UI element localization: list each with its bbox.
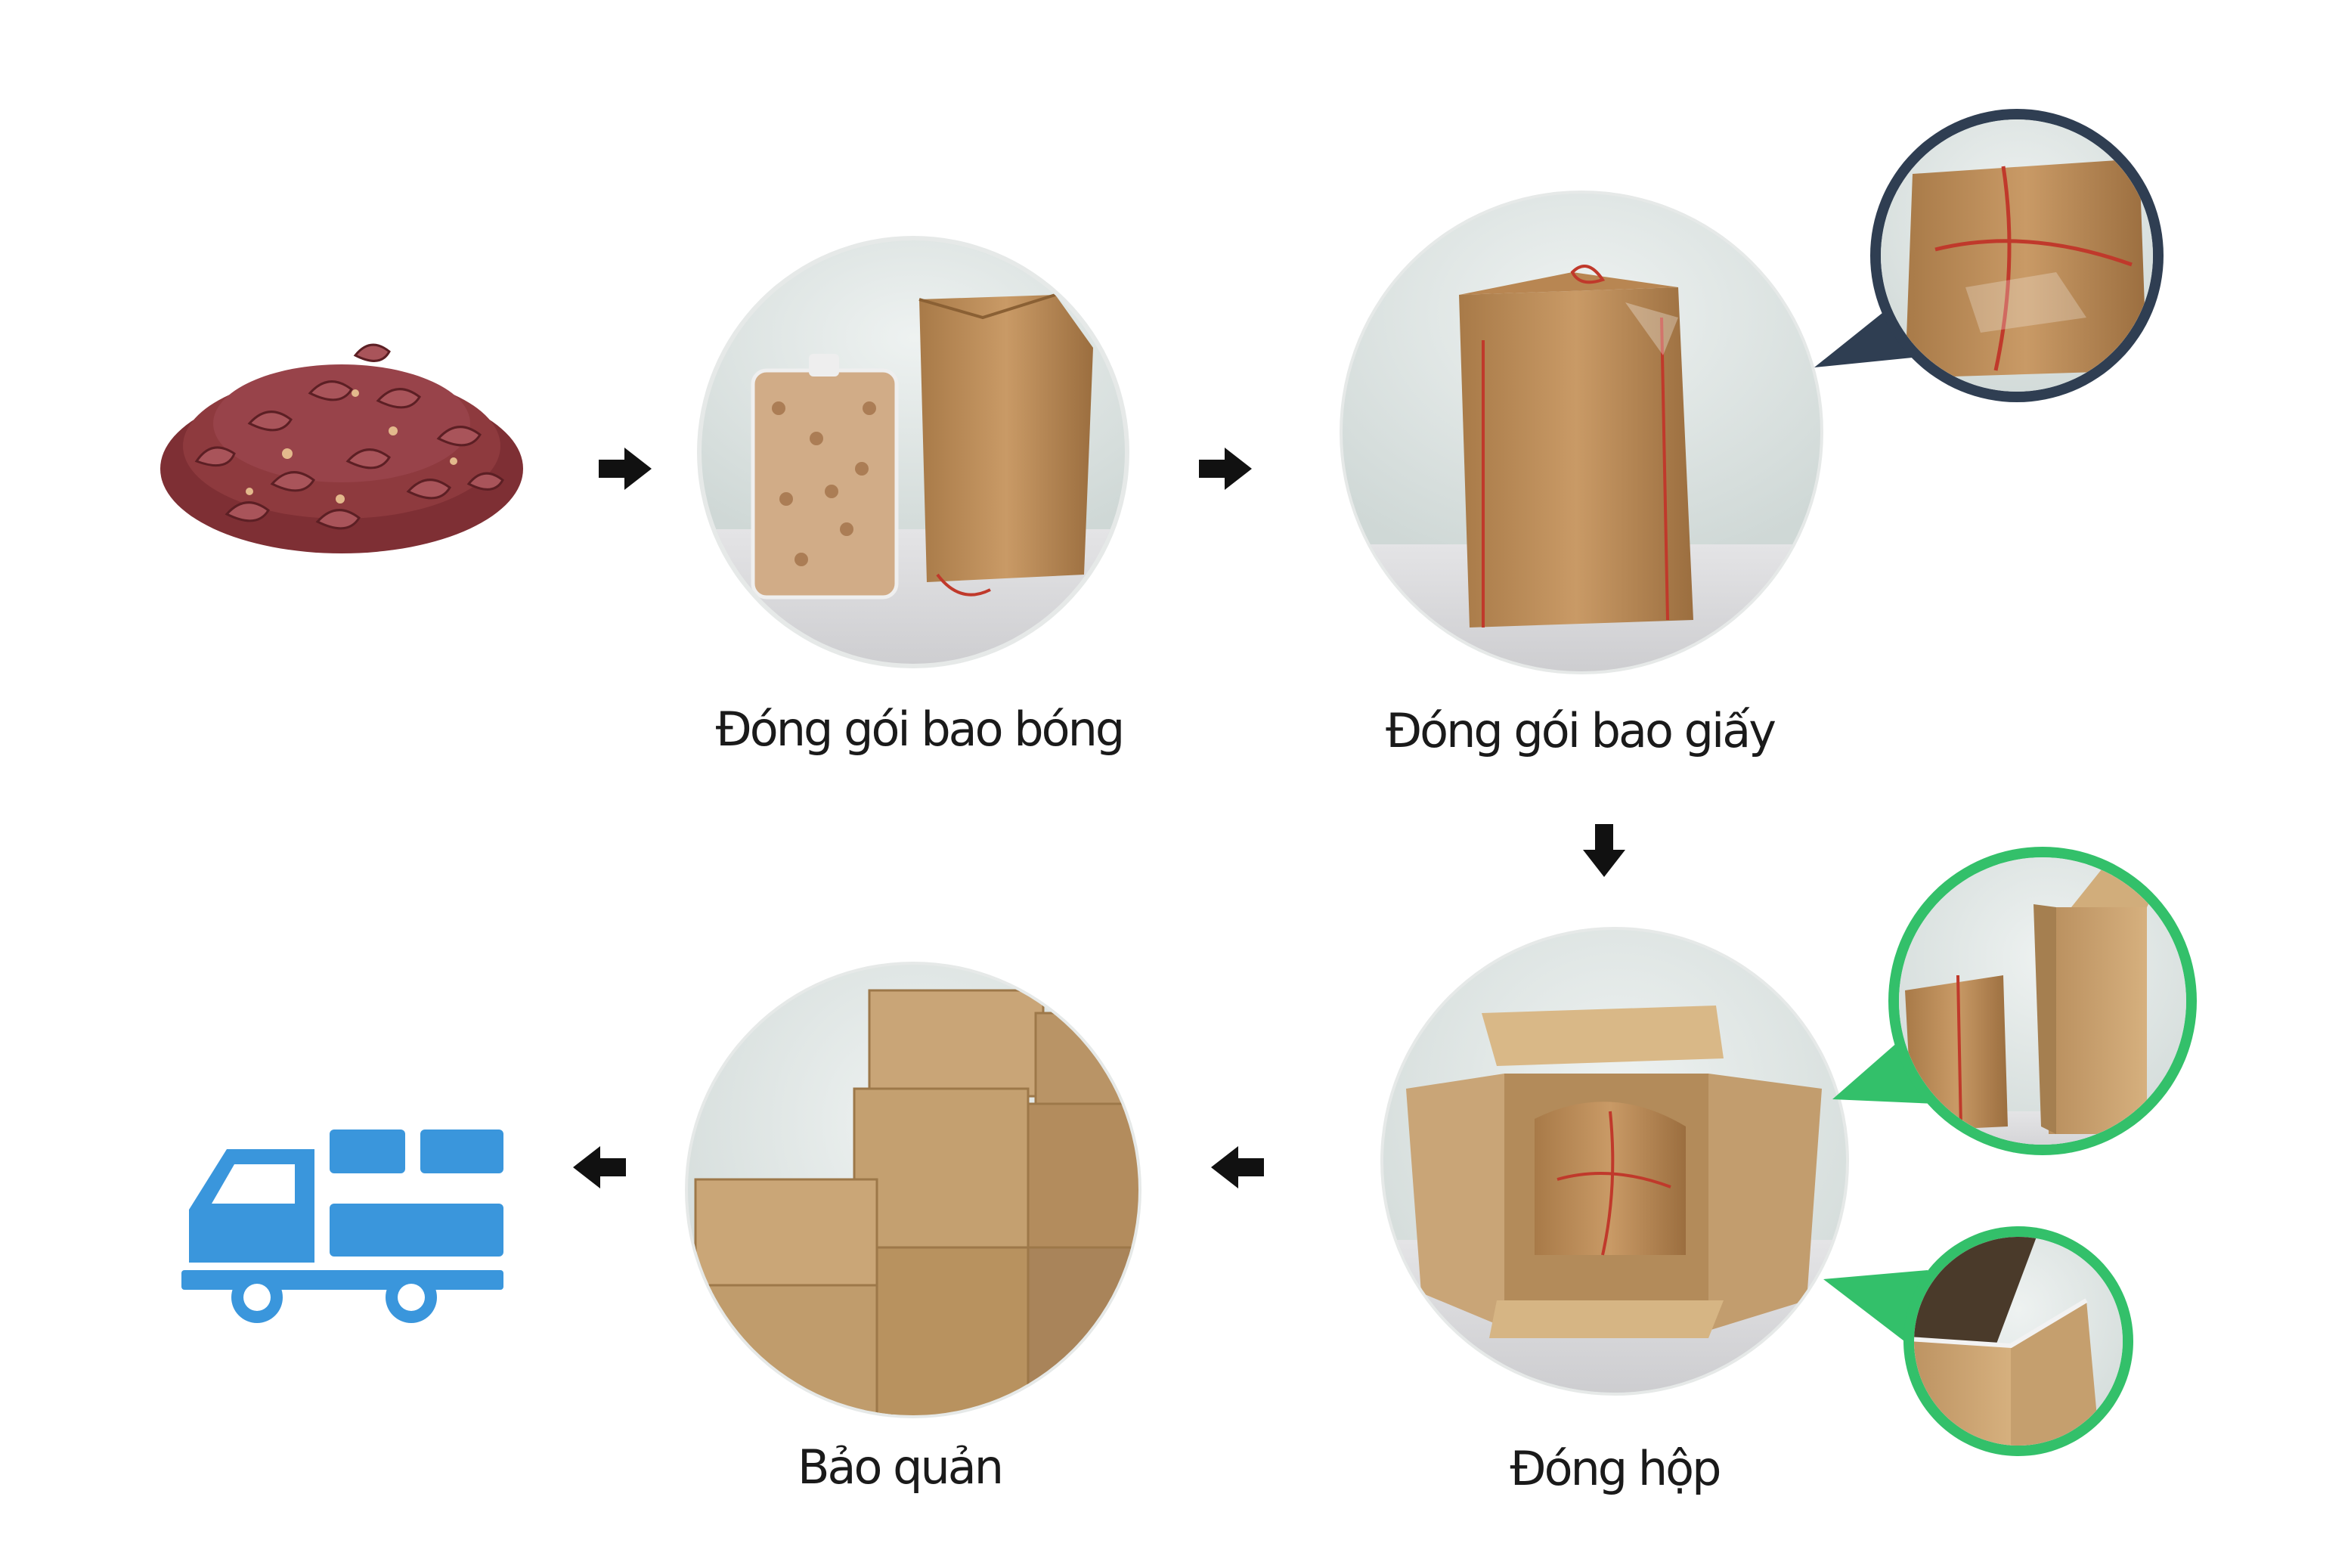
step-label-boxing: Đóng hộp	[1510, 1441, 1722, 1496]
arrow-icon	[1211, 1146, 1264, 1188]
raw-cashew-pile-image	[160, 343, 523, 553]
plastic-bag-packing-image	[697, 236, 1129, 668]
arrow-icon	[1583, 824, 1625, 877]
arrow-icon	[1199, 448, 1252, 490]
step-label-paper-bag-packing: Đóng gói bao giấy	[1386, 703, 1776, 758]
paper-bag-top-detail-callout	[1814, 109, 2164, 402]
step-label-plastic-bag-packing: Đóng gói bao bóng	[715, 702, 1125, 757]
arrow-icon	[573, 1146, 626, 1188]
paper-bag-packing-image	[1340, 191, 1823, 674]
box-corner-detail-callout	[1823, 1226, 2133, 1456]
delivery-truck-icon	[181, 1130, 503, 1323]
boxing-image	[1380, 927, 1849, 1396]
arrow-icon	[599, 448, 652, 490]
step-label-storage: Bảo quản	[797, 1439, 1004, 1495]
box-side-view-callout	[1832, 847, 2197, 1155]
storage-image	[685, 962, 1141, 1418]
